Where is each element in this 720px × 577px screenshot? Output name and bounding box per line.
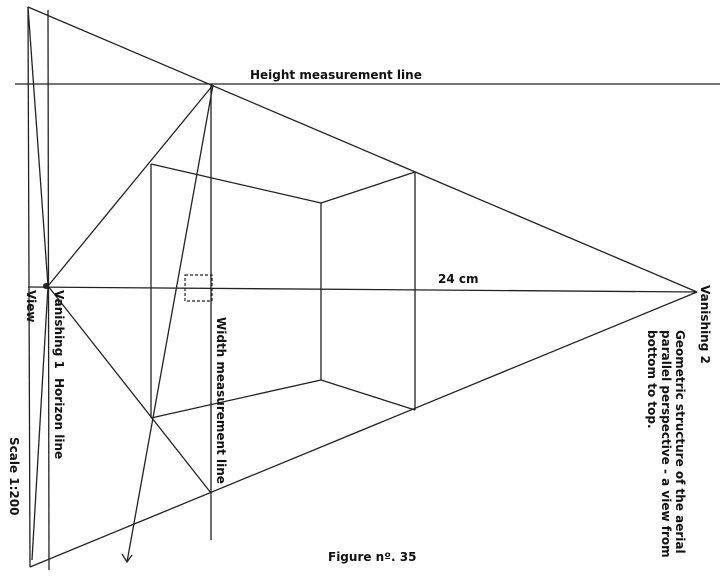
view-label: View — [24, 290, 38, 322]
width-line-label: Width measurement line — [214, 317, 228, 484]
horizontal-axis — [27, 286, 698, 293]
room-outline — [150, 163, 416, 419]
arrow-head-icon — [121, 553, 133, 564]
scale-label: Scale 1:200 — [7, 437, 21, 515]
ray-v1-height — [47, 84, 214, 287]
ray-v1-width — [47, 285, 212, 494]
caption-line-2: parallel perspective - a view from — [659, 330, 673, 558]
ray-apex-v1 — [27, 6, 49, 287]
ray-top-v2 — [27, 6, 698, 293]
horizon-label: Horizon line — [52, 378, 66, 459]
vanishing1-label: Vanishing 1 — [52, 290, 66, 369]
dashed-square — [184, 274, 213, 302]
vanishing2-label: Vanishing 2 — [698, 285, 712, 364]
ray-bottom-v2 — [29, 291, 698, 568]
figure-label: Figure nº. 35 — [328, 550, 416, 564]
distance-label: 24 cm — [438, 272, 479, 286]
construction-lines — [15, 6, 720, 571]
ray-v1-bottom — [31, 285, 49, 561]
height-line-label: Height measurement line — [250, 68, 422, 82]
caption-line-1: Geometric structure of the aerial — [673, 330, 687, 554]
caption-line-3: bottom to top. — [645, 330, 659, 429]
vanishing-point-1 — [43, 283, 49, 289]
arrow-line — [126, 84, 214, 563]
horizon-line — [47, 9, 50, 571]
